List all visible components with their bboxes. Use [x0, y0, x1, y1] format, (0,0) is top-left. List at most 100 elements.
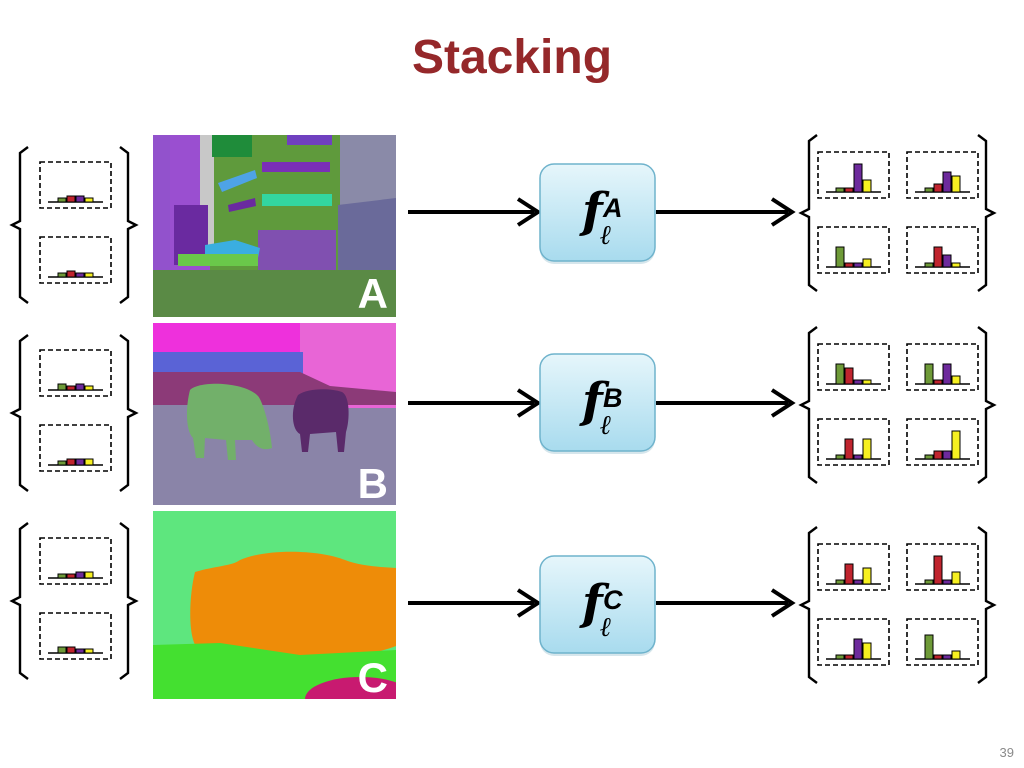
segmentation-image-c: C — [153, 511, 396, 701]
input-histogram — [39, 537, 112, 585]
hist-bar — [951, 571, 961, 585]
segmentation-image-b: B — [153, 323, 396, 507]
hist-bar — [924, 454, 934, 460]
output-histogram — [906, 618, 979, 666]
input-left-bracket — [9, 334, 29, 492]
hist-bar — [853, 163, 863, 193]
hist-bar — [844, 262, 854, 268]
hist-bar — [66, 573, 76, 579]
output-histogram — [817, 343, 890, 391]
hist-bar — [862, 179, 872, 193]
hist-bar — [942, 363, 952, 385]
function-subscript: ℓ — [600, 220, 612, 251]
hist-bar — [924, 262, 934, 268]
hist-bar — [853, 379, 863, 385]
hist-bar — [57, 460, 67, 466]
output-right-bracket — [977, 134, 997, 292]
hist-bar — [853, 638, 863, 660]
hist-bar — [66, 385, 76, 391]
hist-bar — [84, 197, 94, 203]
input-histogram — [39, 236, 112, 284]
hist-bar — [844, 654, 854, 660]
hist-bar — [862, 642, 872, 660]
hist-bar — [862, 567, 872, 585]
hist-bar — [951, 375, 961, 385]
function-subscript: ℓ — [600, 612, 612, 643]
hist-bar — [933, 379, 943, 385]
arrow-to-function — [408, 197, 542, 227]
hist-bar — [933, 183, 943, 193]
hist-bar — [84, 272, 94, 278]
hist-bar — [951, 262, 961, 268]
hist-bar — [942, 171, 952, 193]
hist-bar — [66, 195, 76, 203]
hist-bar — [951, 650, 961, 660]
image-label-b: B — [358, 460, 388, 507]
output-left-bracket — [798, 526, 818, 684]
hist-bar — [57, 272, 67, 278]
function-superscript: A — [602, 193, 623, 223]
output-histogram — [817, 418, 890, 466]
output-histogram — [817, 543, 890, 591]
hist-bar — [835, 454, 845, 460]
hist-bar — [84, 571, 94, 579]
hist-bar — [942, 450, 952, 460]
output-histogram — [906, 226, 979, 274]
function-subscript: ℓ — [600, 410, 612, 441]
hist-bar — [844, 367, 854, 385]
output-left-bracket — [798, 134, 818, 292]
segmentation-image-a: A — [153, 135, 396, 317]
hist-bar — [835, 246, 845, 268]
output-right-bracket — [977, 326, 997, 484]
output-histogram — [817, 226, 890, 274]
hist-bar — [835, 363, 845, 385]
hist-bar — [75, 458, 85, 466]
image-label-c: C — [358, 654, 388, 701]
hist-bar — [933, 555, 943, 585]
hist-bar — [862, 438, 872, 460]
hist-bar — [66, 646, 76, 654]
hist-bar — [933, 654, 943, 660]
hist-bar — [853, 262, 863, 268]
hist-bar — [57, 383, 67, 391]
output-histogram — [906, 151, 979, 199]
hist-bar — [942, 254, 952, 268]
hist-bar — [942, 654, 952, 660]
output-histogram — [906, 543, 979, 591]
output-histogram — [906, 418, 979, 466]
arrow-to-function — [408, 388, 542, 418]
input-histogram — [39, 612, 112, 660]
hist-bar — [951, 175, 961, 193]
hist-bar — [75, 383, 85, 391]
hist-bar — [66, 270, 76, 278]
input-left-bracket — [9, 522, 29, 680]
hist-bar — [853, 579, 863, 585]
output-histogram — [817, 618, 890, 666]
hist-bar — [84, 648, 94, 654]
hist-bar — [844, 438, 854, 460]
hist-bar — [57, 197, 67, 203]
hist-bar — [84, 385, 94, 391]
output-right-bracket — [977, 526, 997, 684]
hist-bar — [84, 458, 94, 466]
hist-bar — [75, 195, 85, 203]
slide-number: 39 — [999, 745, 1014, 760]
output-histogram — [817, 151, 890, 199]
output-left-bracket — [798, 326, 818, 484]
hist-bar — [933, 246, 943, 268]
hist-bar — [835, 654, 845, 660]
hist-bar — [66, 458, 76, 466]
hist-bar — [835, 579, 845, 585]
hist-bar — [853, 454, 863, 460]
input-histogram — [39, 161, 112, 209]
hist-bar — [844, 563, 854, 585]
input-right-bracket — [119, 334, 139, 492]
arrow-to-function — [408, 588, 542, 618]
hist-bar — [924, 579, 934, 585]
hist-bar — [924, 634, 934, 660]
